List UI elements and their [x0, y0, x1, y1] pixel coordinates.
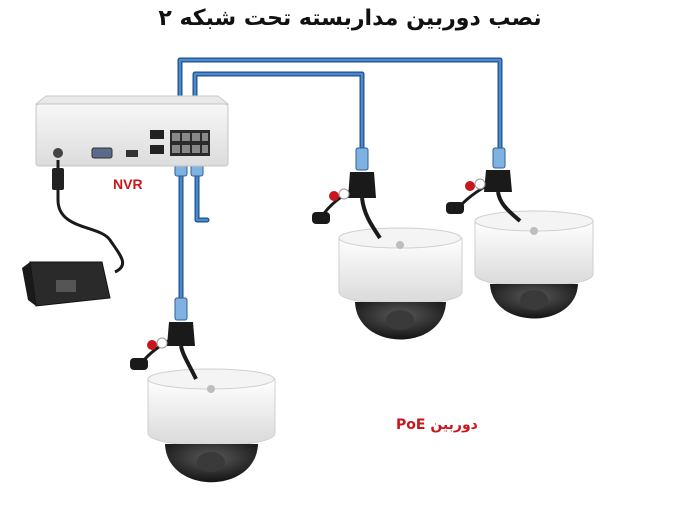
- camera-pigtail-middle: [312, 147, 382, 240]
- camera-pigtail-left: [130, 297, 198, 380]
- dome-camera-icon: [474, 210, 594, 319]
- dome-camera-icon: [147, 368, 276, 483]
- diagram-title: نصب دوربین مداربسته تحت شبکه ۲: [158, 6, 542, 31]
- nvr-device-icon: [34, 95, 230, 167]
- power-adapter-icon: [22, 160, 125, 307]
- nvr-label: NVR: [113, 176, 143, 192]
- poe-camera-label: دوربین PoE: [396, 417, 478, 433]
- camera-pigtail-right: [446, 147, 522, 223]
- dome-camera-icon: [338, 227, 463, 340]
- network-cables: [177, 57, 503, 303]
